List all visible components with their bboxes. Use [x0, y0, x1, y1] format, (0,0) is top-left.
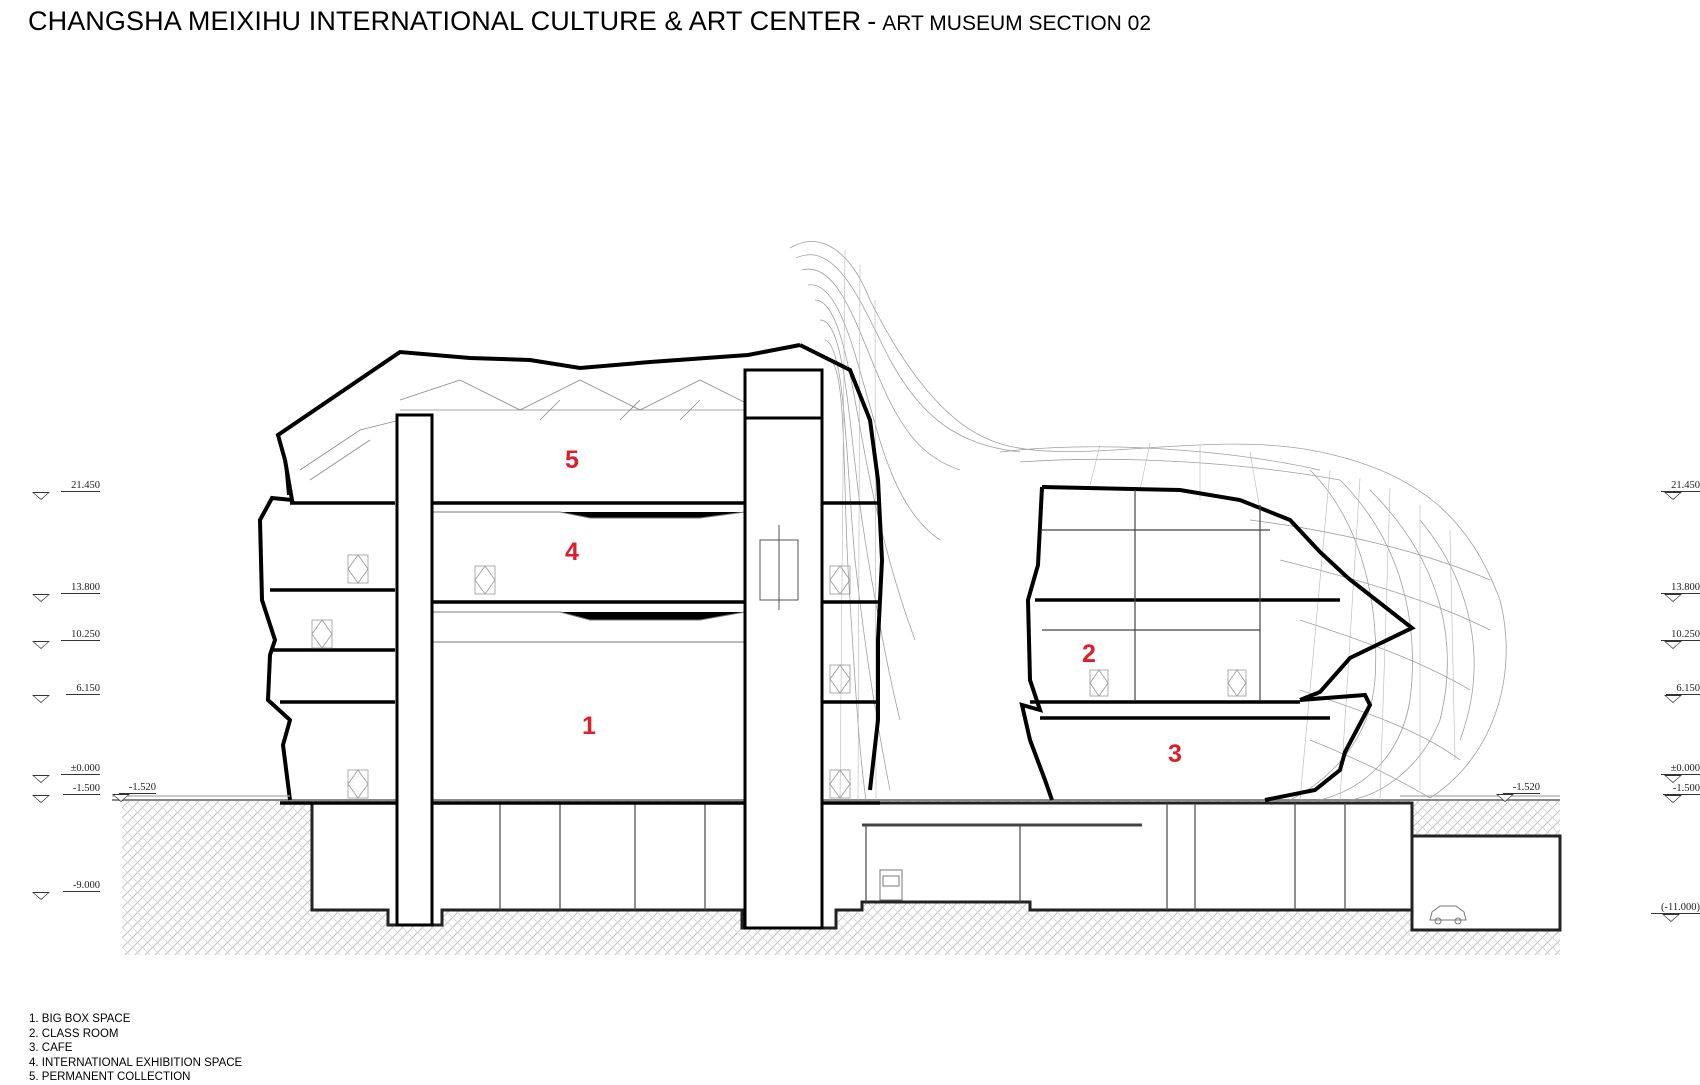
drawing-title: CHANGSHA MEIXIHU INTERNATIONAL CULTURE &… [28, 6, 1151, 37]
title-separator: - [867, 6, 877, 36]
elevation-triangle-icon [32, 695, 50, 703]
elevation-marker-right-21450: 21.450 [1661, 478, 1700, 500]
room-label-4: 4 [565, 538, 579, 566]
elevation-triangle-icon [32, 775, 50, 783]
right-building-shell [1019, 485, 1416, 802]
elevation-marker-right-13800: 13.800 [1661, 580, 1700, 602]
elevation-triangle-icon [1664, 795, 1682, 803]
core-left [395, 413, 434, 927]
facade-mesh-grid [839, 249, 1456, 801]
elevation-marker-right-10250: 10.250 [1661, 627, 1700, 649]
elevation-triangle-icon [1664, 695, 1682, 703]
elevation-triangle-icon [1662, 914, 1680, 922]
elevation-marker-left-0000: ±0.000 [30, 761, 100, 783]
elevation-triangle-icon [1664, 775, 1682, 783]
elevation-marker-left-1500: -1.500 [30, 781, 100, 803]
ceiling-lines-left [432, 511, 746, 643]
partitions-right [1042, 490, 1270, 700]
room-legend: 1. BIG BOX SPACE 2. CLASS ROOM 3. CAFE 4… [29, 1012, 242, 1085]
elevation-triangle-icon [32, 892, 50, 900]
door-symbols [311, 554, 1247, 799]
title-main: CHANGSHA MEIXIHU INTERNATIONAL CULTURE &… [28, 6, 862, 36]
car-icon [1429, 905, 1467, 925]
elevation-triangle-icon [1496, 794, 1514, 802]
truck-icon [879, 869, 903, 901]
legend-item: 4. INTERNATIONAL EXHIBITION SPACE [29, 1056, 243, 1069]
elevation-triangle-icon [32, 641, 50, 649]
basement-partitions [499, 803, 1346, 910]
elevation-marker-left-10250: 10.250 [30, 627, 100, 649]
room-label-1: 1 [582, 712, 596, 740]
core-right [743, 368, 824, 930]
floor-slabs-right [1030, 598, 1340, 720]
elevation-marker-right-6150: 6.150 [1662, 681, 1700, 703]
elevation-triangle-icon [32, 795, 50, 803]
room-label-3: 3 [1168, 740, 1182, 768]
elevation-triangle-icon [32, 594, 50, 602]
roof-truss [299, 379, 761, 481]
ground-marker-left: -1.520 [110, 780, 156, 802]
legend-item: 1. BIG BOX SPACE [29, 1013, 131, 1025]
title-subtitle: ART MUSEUM SECTION 02 [882, 12, 1152, 35]
ground-marker-right: -1.520 [1494, 780, 1540, 802]
elevation-marker-right-1500: -1.500 [1662, 781, 1700, 803]
legend-item: 2. CLASS ROOM [29, 1027, 119, 1040]
room-label-5: 5 [565, 446, 579, 474]
elevation-triangle-icon [1664, 492, 1682, 500]
legend-item: 3. CAFE [29, 1042, 73, 1055]
elevation-marker-right-11000: (-11.000) [1651, 900, 1700, 922]
facade-mesh [789, 241, 1507, 801]
elevation-marker-left-6150: 6.150 [30, 681, 100, 703]
elevation-marker-left-13800: 13.800 [30, 580, 100, 602]
elevation-triangle-icon [112, 794, 130, 802]
elevation-triangle-icon [1664, 641, 1682, 649]
elevation-marker-left-21450: 21.450 [30, 478, 100, 500]
legend-item: 5. PERMANENT COLLECTION [29, 1071, 191, 1084]
lift-car [759, 525, 799, 610]
elevation-triangle-icon [32, 492, 50, 500]
elevation-marker-left-9000: -9.000 [30, 878, 100, 900]
elevation-marker-right-0000: ±0.000 [1660, 761, 1700, 783]
left-building-shell [257, 343, 885, 801]
elevation-triangle-icon [1664, 594, 1682, 602]
room-label-2: 2 [1082, 640, 1096, 668]
